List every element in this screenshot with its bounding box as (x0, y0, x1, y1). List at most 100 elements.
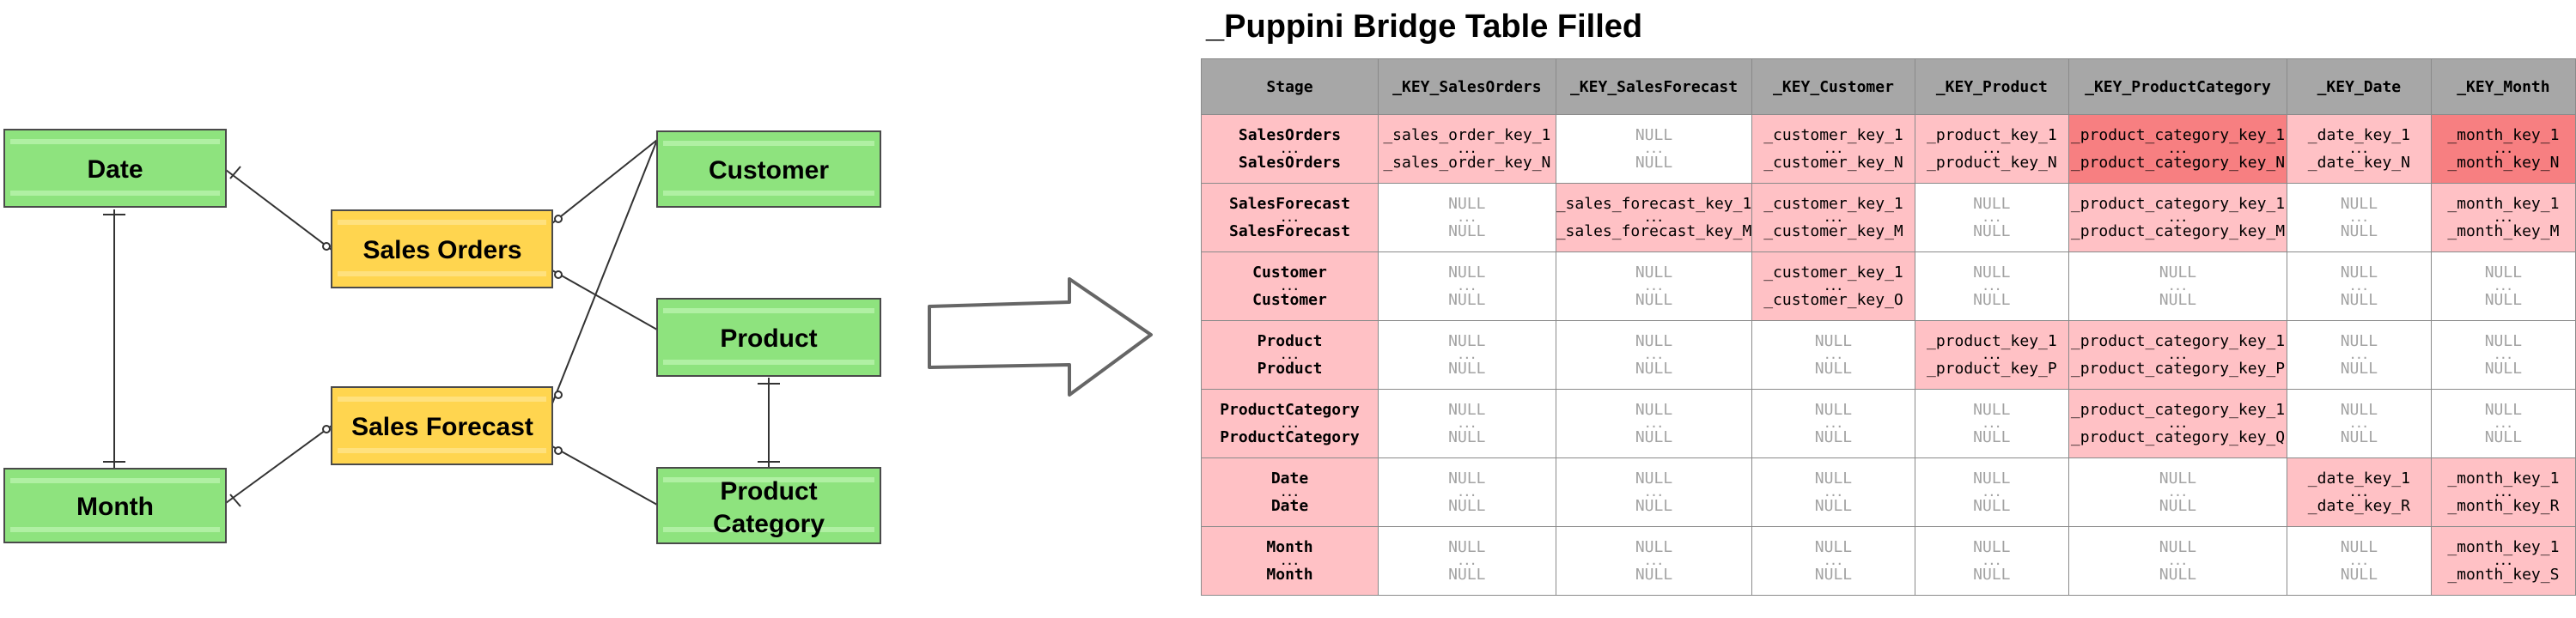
cell-mid-value: ... (1458, 348, 1477, 361)
cell-top-value: _month_key_1 (2447, 125, 2560, 144)
cell-mid-value: ... (2168, 554, 2188, 567)
key-cell: _date_key_1..._date_key_R (2286, 457, 2432, 527)
one-marker-icon (229, 166, 241, 179)
key-cell: NULL...NULL (2430, 320, 2576, 390)
cell-top-value: _product_category_key_1 (2070, 194, 2286, 213)
cell-mid-value: ... (1824, 417, 1843, 430)
cell-top-value: NULL (2340, 537, 2378, 556)
optional-marker-icon (554, 215, 563, 223)
table-row: SalesOrders...SalesOrders_sales_order_ke… (1201, 114, 2576, 184)
key-cell: NULL...NULL (1377, 183, 1556, 252)
cell-top-value: NULL (1448, 331, 1486, 350)
cell-bot-value: _month_key_N (2447, 153, 2560, 172)
key-cell: _customer_key_1..._customer_key_M (1751, 183, 1915, 252)
cell-mid-value: ... (2349, 211, 2369, 224)
entity-month[interactable]: Month (3, 468, 227, 543)
cell-bot-value: _product_key_P (1926, 359, 2057, 378)
stage-cell: Date...Date (1201, 457, 1379, 527)
cell-top-value: _month_key_1 (2447, 469, 2560, 488)
cell-top-value: ProductCategory (1220, 400, 1360, 419)
key-cell: NULL...NULL (2286, 251, 2432, 321)
cell-top-value: _product_category_key_1 (2070, 400, 2286, 419)
entity-label: Product (720, 477, 817, 506)
cell-bot-value: _product_category_key_N (2070, 153, 2286, 172)
key-cell: _month_key_1..._month_key_R (2430, 457, 2576, 527)
cell-top-value: _customer_key_1 (1763, 125, 1903, 144)
key-cell: NULL...NULL (1555, 389, 1753, 458)
key-cell: NULL...NULL (1555, 526, 1753, 596)
cell-bot-value: NULL (1973, 221, 2011, 240)
entity-product[interactable]: Product (656, 298, 881, 377)
key-cell: NULL...NULL (1914, 457, 2070, 527)
cell-bot-value: NULL (1973, 427, 2011, 446)
cell-mid-value: ... (1824, 554, 1843, 567)
key-cell: NULL...NULL (1555, 320, 1753, 390)
cell-top-value: _month_key_1 (2447, 537, 2560, 556)
key-cell: NULL...NULL (1555, 114, 1753, 184)
key-cell: NULL...NULL (2286, 320, 2432, 390)
cell-mid-value: ... (1458, 280, 1477, 293)
cell-mid-value: ... (2349, 554, 2369, 567)
cell-bot-value: NULL (1635, 496, 1673, 515)
stage-cell: SalesForecast...SalesForecast (1201, 183, 1379, 252)
key-cell: NULL...NULL (1751, 389, 1915, 458)
cell-mid-value: ... (1982, 417, 2001, 430)
cell-mid-value: ... (2168, 142, 2188, 155)
key-cell: _product_category_key_1..._product_categ… (2068, 183, 2287, 252)
cell-top-value: NULL (1814, 400, 1853, 419)
key-cell: NULL...NULL (1751, 457, 1915, 527)
cell-bot-value: _sales_order_key_N (1383, 153, 1551, 172)
cell-top-value: SalesForecast (1229, 194, 1350, 213)
key-cell: NULL...NULL (2286, 526, 2432, 596)
cell-mid-value: ... (1824, 211, 1843, 224)
cell-bot-value: _product_category_key_P (2070, 359, 2286, 378)
cell-bot-value: _month_key_S (2447, 565, 2560, 584)
cell-mid-value: ... (2168, 280, 2188, 293)
edge-date-salesorders (225, 169, 332, 251)
cell-mid-value: ... (2494, 211, 2513, 224)
entity-label: Month (76, 493, 154, 521)
cell-bot-value: NULL (1973, 290, 2011, 309)
cell-top-value: NULL (2484, 400, 2523, 419)
cell-top-value: NULL (1448, 537, 1486, 556)
optional-marker-icon (322, 242, 331, 251)
cell-top-value: NULL (1448, 400, 1486, 419)
cell-mid-value: ... (2168, 211, 2188, 224)
one-marker-icon (229, 494, 241, 507)
cell-top-value: _customer_key_1 (1763, 194, 1903, 213)
hollow-right-arrow-icon (928, 277, 1153, 397)
edge-salesforecast-productcategory (551, 445, 658, 506)
cell-bot-value: _date_key_N (2307, 153, 2410, 172)
entity-product-category[interactable]: Product Category (656, 467, 881, 544)
cell-mid-value: ... (2494, 142, 2513, 155)
cell-top-value: _date_key_1 (2307, 125, 2410, 144)
stage-cell: Month...Month (1201, 526, 1379, 596)
table-header-row: Stage_KEY_SalesOrders_KEY_SalesForecast_… (1201, 58, 2576, 115)
entity-label: Category (713, 510, 825, 538)
entity-date[interactable]: Date (3, 129, 227, 208)
optional-marker-icon (554, 446, 563, 455)
cell-top-value: _sales_forecast_key_1 (1556, 194, 1752, 213)
cell-top-value: _month_key_1 (2447, 194, 2560, 213)
cell-top-value: NULL (2340, 400, 2378, 419)
key-cell: NULL...NULL (1751, 526, 1915, 596)
cell-top-value: _customer_key_1 (1763, 263, 1903, 282)
entity-sales-forecast[interactable]: Sales Forecast (331, 386, 553, 465)
cell-mid-value: ... (1644, 280, 1664, 293)
cell-bot-value: _product_key_N (1926, 153, 2057, 172)
cell-bot-value: NULL (1973, 565, 2011, 584)
cell-mid-value: ... (1982, 348, 2001, 361)
table-title: _Puppini Bridge Table Filled (1206, 9, 1643, 45)
cell-mid-value: ... (2349, 142, 2369, 155)
cell-top-value: _product_category_key_1 (2070, 125, 2286, 144)
entity-sales-orders[interactable]: Sales Orders (331, 209, 553, 288)
edge-month-salesforecast (225, 425, 332, 504)
cell-bot-value: NULL (2340, 565, 2378, 584)
cell-mid-value: ... (1644, 554, 1664, 567)
cell-bot-value: SalesForecast (1229, 221, 1350, 240)
key-cell: _date_key_1..._date_key_N (2286, 114, 2432, 184)
cell-mid-value: ... (1458, 417, 1477, 430)
entity-customer[interactable]: Customer (656, 130, 881, 208)
cell-top-value: NULL (1973, 537, 2011, 556)
